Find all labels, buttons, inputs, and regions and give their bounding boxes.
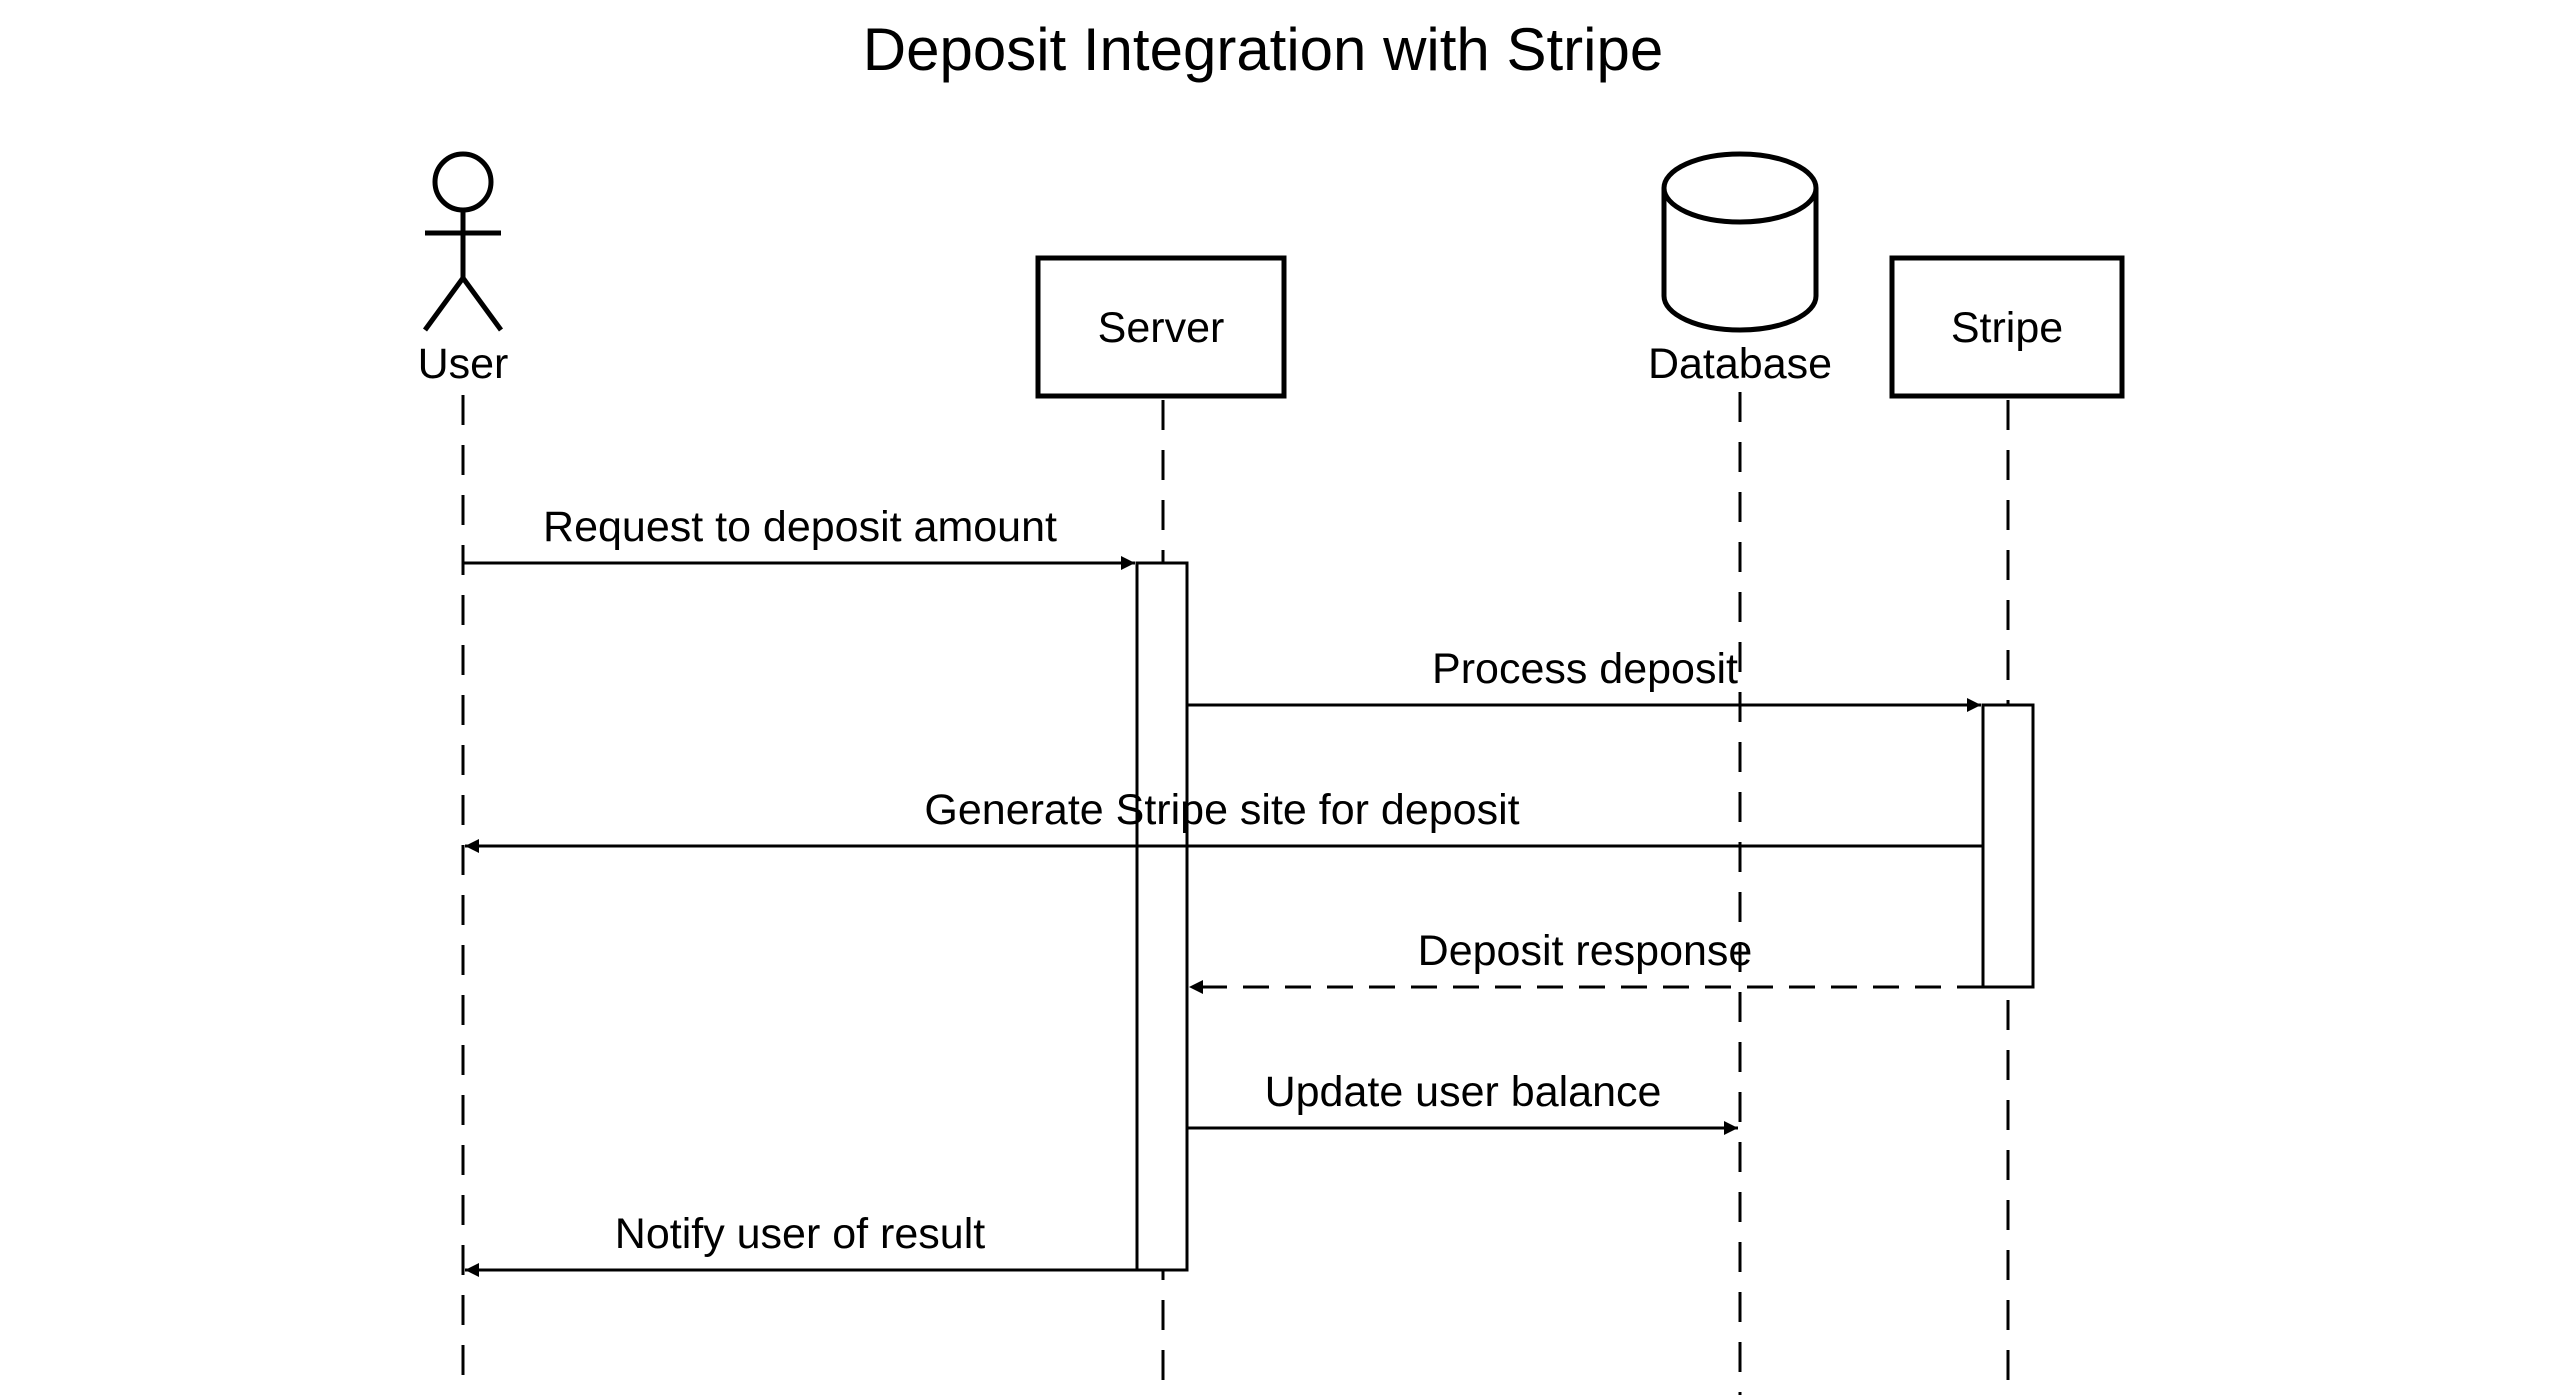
message-request-deposit: Request to deposit amount xyxy=(463,503,1135,570)
message-update-balance: Update user balance xyxy=(1187,1068,1738,1135)
message-label: Update user balance xyxy=(1265,1068,1662,1116)
actor-icon xyxy=(422,151,504,332)
participant-database: Database xyxy=(1648,151,1832,388)
participant-server: Server xyxy=(1035,255,1287,399)
message-process-deposit: Process deposit xyxy=(1187,645,1981,712)
activation-bar-stripe xyxy=(1981,703,2035,989)
message-label: Notify user of result xyxy=(615,1210,985,1258)
participant-label-database: Database xyxy=(1648,340,1832,388)
participant-stripe: Stripe xyxy=(1889,255,2125,399)
message-label: Process deposit xyxy=(1432,645,1738,693)
participant-user: User xyxy=(418,151,509,388)
participant-label-stripe: Stripe xyxy=(1951,304,2063,352)
message-deposit-response: Deposit response xyxy=(1189,927,1983,994)
message-label: Generate Stripe site for deposit xyxy=(924,786,1519,834)
participant-label-server: Server xyxy=(1098,304,1225,352)
database-icon xyxy=(1661,151,1819,333)
message-generate-stripe-site: Generate Stripe site for deposit xyxy=(465,786,1983,853)
message-notify-user: Notify user of result xyxy=(465,1210,1137,1277)
diagram-title: Deposit Integration with Stripe xyxy=(863,16,1663,83)
activation-bar-server xyxy=(1135,561,1189,1272)
message-label: Request to deposit amount xyxy=(543,503,1057,551)
participant-label-user: User xyxy=(418,340,509,388)
message-label: Deposit response xyxy=(1418,927,1753,975)
